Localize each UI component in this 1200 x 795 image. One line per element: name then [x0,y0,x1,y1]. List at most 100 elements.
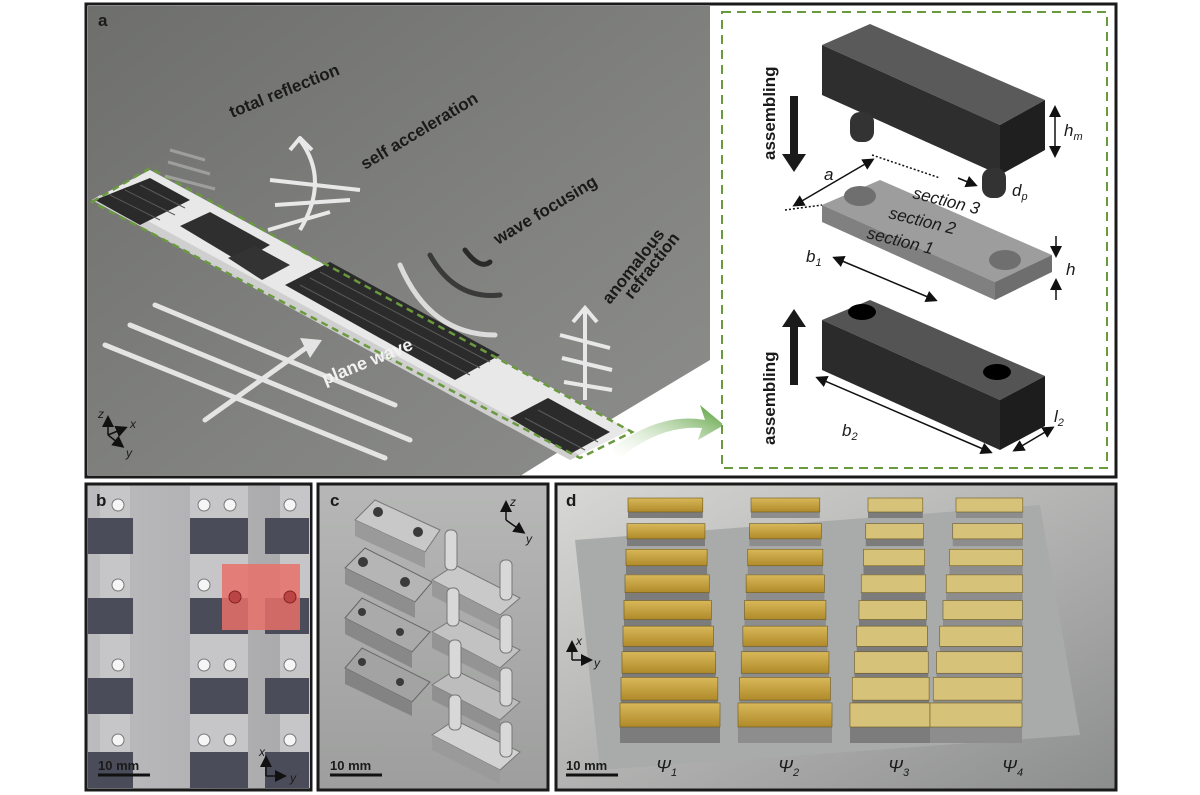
inset-unit-cell: assembling assembling section 3 section … [721,11,1108,469]
gold-block [863,548,925,567]
dim-b2 [815,376,993,454]
metablock [95,178,190,225]
panel-c: c z y 10 mm [316,482,550,792]
plate-hole [844,186,876,206]
label-assembling-bottom: assembling [760,351,779,445]
block-side [746,592,825,603]
block-side [625,592,710,603]
gold-block [854,651,929,674]
axis-x-d: x [575,634,583,648]
dim-a [792,158,875,207]
gold-block [623,600,712,620]
reflection-lines [164,148,216,191]
pin-blocks [430,564,521,784]
label-b2: b2 [842,421,858,443]
panel-d-letter: d [566,491,576,510]
scale-label-b: 10 mm [98,758,139,773]
gold-block [952,523,1023,540]
wave-focusing-arcs [397,247,503,338]
block-side [738,727,832,743]
dim-dp [957,176,978,188]
gold-block [621,651,716,674]
middle-plate [822,205,995,300]
psi-3-label: Ψ3 [888,756,910,779]
label-h: h [1066,260,1075,279]
block-side [749,538,822,547]
screw-holes [358,507,423,686]
gold-block [620,677,719,701]
gold-block [625,548,708,567]
anomalous-refraction-arrow [559,304,613,400]
axis-z-a: z [97,407,104,421]
block-side [949,565,1023,575]
label-dp: dp [1012,181,1028,203]
psi-1-label: Ψ1 [656,756,677,779]
block-side [628,512,703,518]
block-side [930,727,1022,743]
self-acceleration-arrow [267,136,361,232]
metasurface-strip [89,166,635,460]
label-hm: hm [1064,121,1083,143]
gold-block [865,523,925,540]
holes [111,498,297,747]
gold-block [858,600,927,620]
axis-y-c: y [525,532,533,546]
label-l2: l2 [1054,407,1064,429]
label-b1: b1 [806,247,822,269]
panel-b-letter: b [96,491,106,510]
panel-d: d x y 10 mm Ψ1 Ψ2 Ψ3 Ψ4 [554,482,1118,792]
panel-b: b 10 mm x y [84,482,313,792]
scale-label-d: 10 mm [566,758,607,773]
axis-x-b: x [258,745,266,759]
block-side [946,592,1023,603]
gold-block [627,497,704,513]
panel-c-letter: c [330,491,339,510]
label-a-dim: a [824,165,833,184]
plate-hole [989,250,1021,270]
metablock [228,246,290,280]
block-side [626,565,708,575]
gold-block [622,625,714,647]
block-side [859,619,927,631]
top-block [822,45,1000,175]
gold-block [949,548,1023,567]
gold-block [626,523,706,540]
gold-block [942,600,1023,620]
axes-c [500,500,526,534]
panel-a: a total reflection self acceleration wav… [84,2,1118,479]
axis-z-c: z [509,495,516,509]
gold-block [749,523,822,540]
block-side [850,727,930,743]
dim-b1 [832,255,938,303]
axes-a [102,415,128,448]
block-side [627,538,705,547]
assembling-arrow-up [782,309,806,327]
gold-block [619,702,721,728]
gold-block [860,574,926,593]
gold-block [744,600,827,620]
axis-y-a: y [125,446,133,460]
block-side [943,619,1023,631]
scene-background [88,6,710,476]
top-pin [850,112,874,142]
block-side [952,538,1023,547]
gold-block [851,677,930,701]
gold-block [929,702,1023,728]
gold-block [750,497,821,513]
block-side [956,512,1023,518]
metablock [510,398,610,454]
label-assembling-top: assembling [760,66,779,160]
gold-block [624,574,710,593]
block-side [868,512,923,518]
psi-4-label: Ψ4 [1002,756,1023,779]
block-hole [983,364,1011,380]
axis-y-d: y [593,656,601,670]
pins [444,529,513,758]
gold-block [740,651,830,674]
axes-b [260,755,287,782]
gold-block [945,574,1023,593]
gold-block [747,548,824,567]
top-pin [982,168,1006,198]
axis-x-a: x [129,417,137,431]
block-side [865,538,924,547]
